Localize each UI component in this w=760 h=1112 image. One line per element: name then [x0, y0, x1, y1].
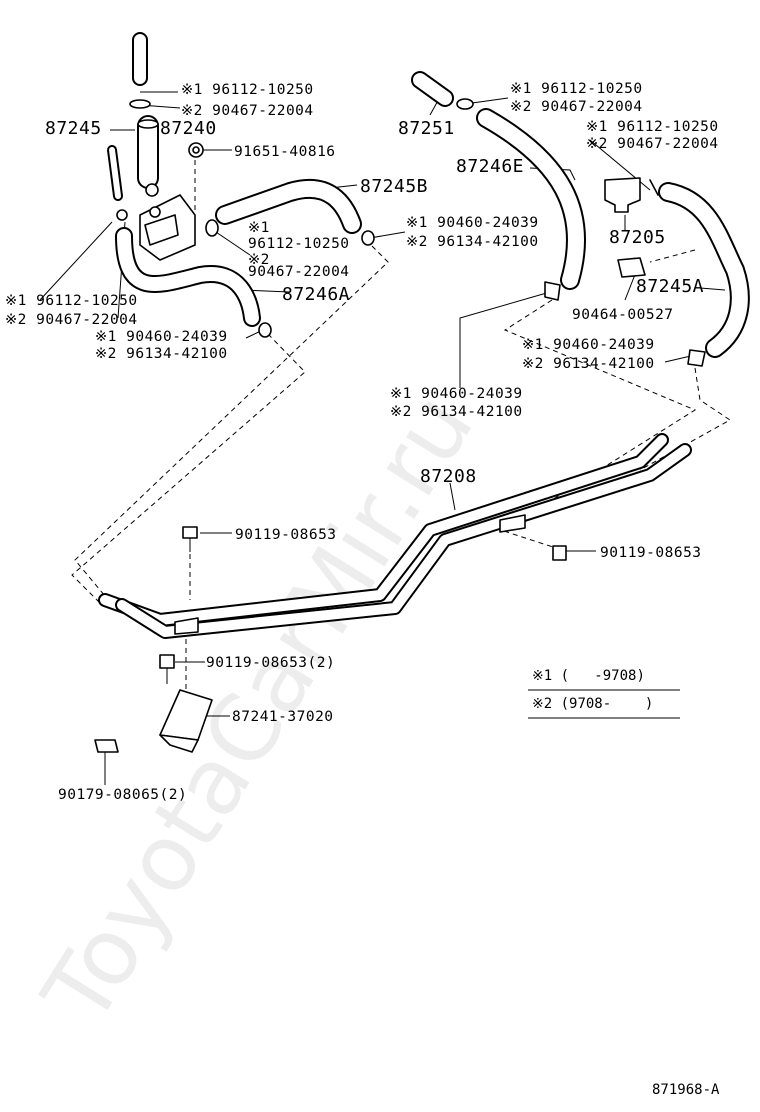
label-87208: 87208	[420, 466, 477, 487]
hose-87245b	[215, 178, 362, 234]
bracket-assembly-left	[116, 183, 196, 261]
label-clamp-tl-1: ※1 96112-10250	[181, 82, 314, 98]
label-clip-ml-2: ※2 96134-42100	[406, 234, 539, 250]
label-bolt-a: 90119-08653	[235, 527, 337, 543]
label-clip-r-2: ※2 96134-42100	[522, 356, 655, 372]
label-clamp-left-2: ※2 90467-22004	[5, 312, 138, 328]
label-clamp-mid-2a: ※2	[248, 252, 270, 268]
hose-87245a	[658, 182, 750, 358]
pipe-87240	[137, 115, 159, 189]
label-clamp-left-1: ※1 96112-10250	[5, 293, 138, 309]
bolt-90119-c	[159, 654, 175, 684]
label-91651: 91651-40816	[234, 144, 336, 160]
label-clamp-mid-2b: 90467-22004	[248, 264, 350, 280]
label-clamp-r-1: ※1 96112-10250	[586, 119, 719, 135]
label-87251: 87251	[398, 118, 455, 139]
hose-87251	[411, 71, 474, 110]
label-clamp-mid-1a: ※1	[248, 220, 270, 236]
label-87245: 87245	[45, 118, 102, 139]
valve-87205	[604, 177, 659, 278]
legend-line-1: ※1 ( -9708)	[532, 668, 645, 684]
label-bolt-c: 90119-08653(2)	[206, 655, 335, 671]
nut-90179	[94, 739, 119, 753]
label-clamp-r-2: ※2 90467-22004	[586, 136, 719, 152]
pipe-87208	[98, 433, 692, 639]
bracket-87241	[159, 689, 213, 753]
label-clamp-tl-2: ※2 90467-22004	[181, 103, 314, 119]
label-clamp-tr-1: ※1 96112-10250	[510, 81, 643, 97]
label-90179: 90179-08065(2)	[58, 787, 187, 803]
bolt-90119-b	[552, 545, 567, 561]
label-90464: 90464-00527	[572, 307, 674, 323]
clamp-mid-left	[205, 219, 375, 338]
label-87246e: 87246E	[456, 156, 524, 177]
label-clip-r-1: ※1 90460-24039	[522, 337, 655, 353]
label-87245b: 87245B	[360, 176, 428, 197]
label-bolt-b: 90119-08653	[600, 545, 702, 561]
hose-87246a	[115, 227, 261, 327]
hose-87245-left	[107, 145, 123, 201]
clip-right	[687, 349, 706, 367]
legend-line-2: ※2 (9708- )	[532, 696, 653, 712]
label-clamp-mid-1b: 96112-10250	[248, 236, 350, 252]
hose-clamp-top-left	[129, 99, 151, 109]
label-87246a: 87246A	[282, 284, 350, 305]
hose-87246e	[476, 108, 587, 290]
label-clip-c-1: ※1 90460-24039	[390, 386, 523, 402]
label-clip-left-1: ※1 90460-24039	[95, 329, 228, 345]
label-87241: 87241-37020	[232, 709, 334, 725]
labels: 87245 87240 87245B 87246A 87251 87246E 8…	[5, 81, 719, 803]
grommet-91651	[188, 142, 204, 158]
label-87205: 87205	[609, 227, 666, 248]
legend: ※1 ( -9708) ※2 (9708- )	[528, 668, 680, 719]
diagram-code: 871968-A	[652, 1082, 720, 1098]
bolt-90119-a	[182, 526, 198, 552]
label-clamp-tr-2: ※2 90467-22004	[510, 99, 643, 115]
label-clip-c-2: ※2 96134-42100	[390, 404, 523, 420]
label-87240: 87240	[160, 118, 217, 139]
label-clip-left-2: ※2 96134-42100	[95, 346, 228, 362]
label-clip-ml-1: ※1 90460-24039	[406, 215, 539, 231]
clip-center	[544, 281, 561, 301]
label-87245a: 87245A	[636, 276, 704, 297]
